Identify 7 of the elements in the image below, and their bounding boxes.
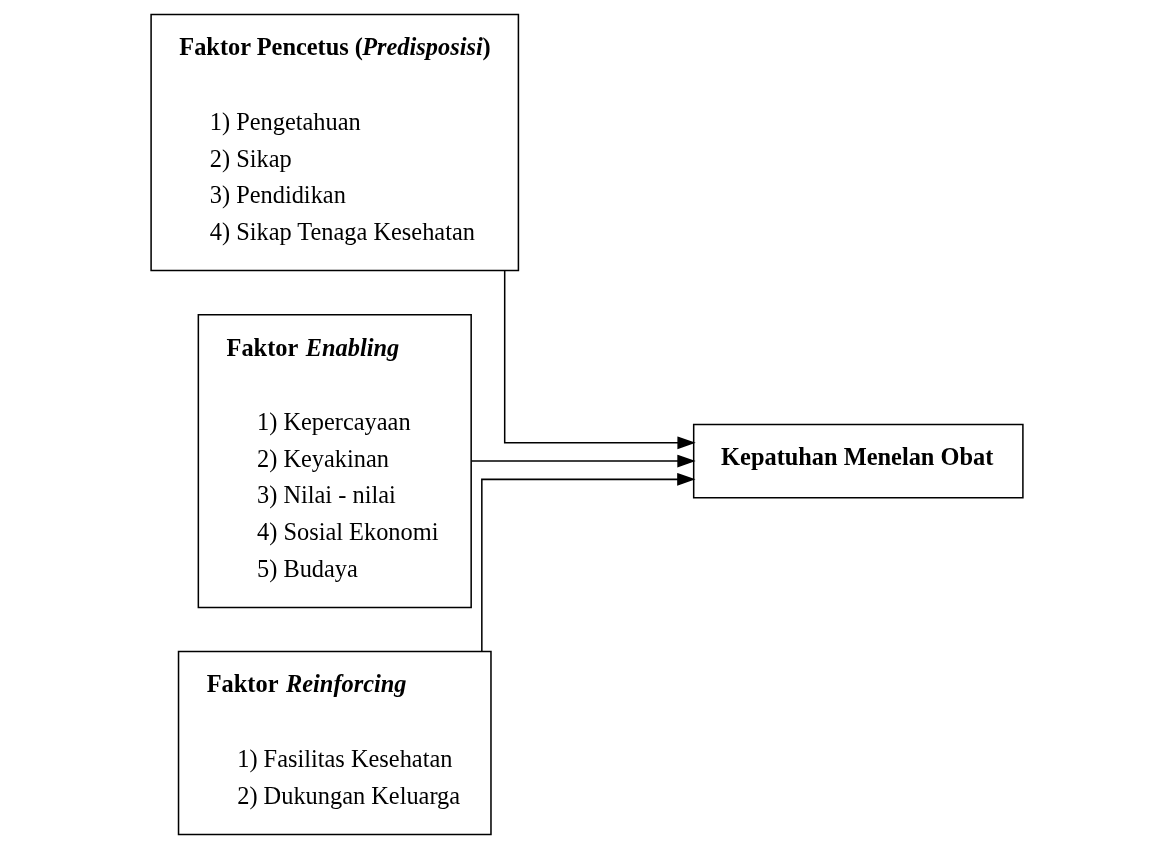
arrow [470,454,696,468]
node-box: Faktor Enabling 1) Kepercayaan 2) Keyakinan 3) Nilai - nilai 4) Sosial Ekonomi 5) Budaya [197,314,472,609]
arrow [481,472,696,653]
node-box: Kepatuhan Menelan Obat [692,423,1024,499]
arrow [503,270,696,450]
node-box: Faktor Reinforcing 1) Fasilitas Kesehatan 2) Dukungan Keluarga [177,650,492,836]
node-box: Faktor Pencetus (Predisposisi) 1) Pengetahuan 2) Sikap 3) Pendidikan 4) Sikap Tenaga Kesehatan [150,13,520,272]
